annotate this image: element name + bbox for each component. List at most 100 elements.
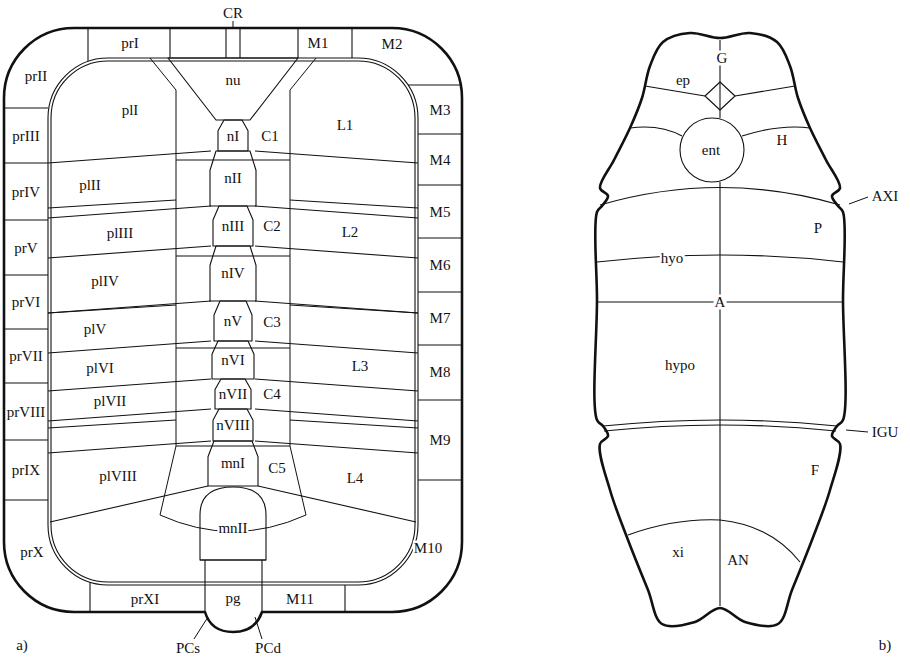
part-label: nVIII <box>215 418 250 433</box>
part-label: nII <box>223 171 243 186</box>
xiphiplastron-suture <box>628 520 720 535</box>
part-label: plI <box>121 103 140 118</box>
scute-sulcus <box>176 90 177 446</box>
part-label: xi <box>671 545 685 560</box>
costal-suture <box>255 151 418 163</box>
marginal-boundary <box>51 61 415 582</box>
part-label: plV <box>83 322 108 337</box>
part-label: L2 <box>341 225 360 240</box>
part-label: prI <box>120 36 140 51</box>
part-label: nIV <box>220 266 245 281</box>
part-label: P <box>813 221 823 236</box>
part-label: M3 <box>429 103 452 118</box>
carapace-outline <box>4 28 462 632</box>
scute-sulcus <box>290 305 418 313</box>
peripheral-suture <box>418 291 462 292</box>
part-label: plIV <box>90 274 120 289</box>
scute-sulcus <box>290 90 291 446</box>
costal-suture <box>255 206 418 218</box>
part-label: prVIII <box>6 405 46 420</box>
part-label: nI <box>226 129 241 144</box>
peripheral-suture <box>418 399 462 400</box>
part-label: plII <box>78 178 102 193</box>
leader-line <box>255 617 262 639</box>
part-label: plIII <box>106 226 135 241</box>
costal-suture <box>255 409 418 421</box>
suprapygal-plate <box>200 487 266 560</box>
part-label: prXI <box>130 592 160 607</box>
part-label: M10 <box>413 541 443 556</box>
neural-plate <box>212 341 254 379</box>
costal-suture <box>48 341 211 353</box>
peripheral-suture <box>4 382 48 383</box>
neural-plate <box>213 409 253 441</box>
part-label: H <box>776 133 789 148</box>
peripheral-suture <box>351 28 352 58</box>
scute-sulcus <box>176 348 290 349</box>
part-label: C5 <box>267 461 287 476</box>
costal-suture <box>255 341 418 353</box>
scute-sulcus <box>290 420 418 428</box>
pectoral-sulcus <box>600 188 840 206</box>
scute-sulcus <box>160 446 306 532</box>
peripheral-suture <box>4 439 48 440</box>
leader-line <box>846 430 868 432</box>
part-label: pg <box>225 591 242 606</box>
peripheral-suture <box>204 560 205 612</box>
part-label: ent <box>701 143 721 158</box>
part-label: mnII <box>217 521 248 536</box>
part-label: prII <box>24 69 49 84</box>
peripheral-suture <box>239 28 240 58</box>
costal-suture <box>48 441 211 453</box>
scute-sulcus <box>176 256 290 257</box>
leader-line <box>194 617 208 639</box>
part-label: nVI <box>220 353 245 368</box>
part-label: mnI <box>220 456 246 471</box>
costal-suture <box>48 301 211 313</box>
peripheral-suture <box>169 28 170 58</box>
peripheral-suture <box>4 219 48 220</box>
part-label: F <box>810 463 820 478</box>
part-label: G <box>716 51 729 66</box>
costal-suture <box>258 486 416 522</box>
marginal-boundary <box>48 58 418 585</box>
costal-suture <box>48 379 211 391</box>
leader-line <box>849 197 868 204</box>
midline-suture <box>719 182 720 606</box>
part-label: M11 <box>285 592 315 607</box>
peripheral-suture <box>89 582 90 612</box>
part-label: C3 <box>262 315 282 330</box>
part-label: nV <box>223 314 243 329</box>
part-label: L4 <box>346 471 365 486</box>
peripheral-suture <box>344 585 345 612</box>
part-label: PCd <box>254 641 282 656</box>
part-label: plVIII <box>98 469 138 484</box>
part-label: nu <box>225 73 242 88</box>
scute-sulcus <box>150 58 176 90</box>
part-label: AN <box>726 553 750 568</box>
peripheral-suture <box>418 133 462 134</box>
part-label: M8 <box>429 365 452 380</box>
part-label: L1 <box>336 118 355 133</box>
neural-plate <box>210 246 256 301</box>
peripheral-suture <box>408 84 461 85</box>
part-label: PCs <box>175 641 201 656</box>
carapace <box>4 21 462 639</box>
scute-sulcus <box>176 160 290 161</box>
part-label: prX <box>19 545 44 560</box>
part-label: ep <box>675 73 691 88</box>
part-label: M2 <box>381 37 404 52</box>
nuchal-plate <box>168 58 298 120</box>
part-label: prVI <box>11 295 41 310</box>
peripheral-suture <box>418 184 462 185</box>
part-label: nIII <box>221 219 246 234</box>
peripheral-suture <box>418 344 462 345</box>
scute-sulcus <box>48 200 176 208</box>
costal-suture <box>48 409 211 421</box>
part-label: AXI <box>871 189 900 204</box>
peripheral-suture <box>87 28 88 61</box>
neural-plate <box>215 379 251 409</box>
part-label: b) <box>878 638 893 653</box>
